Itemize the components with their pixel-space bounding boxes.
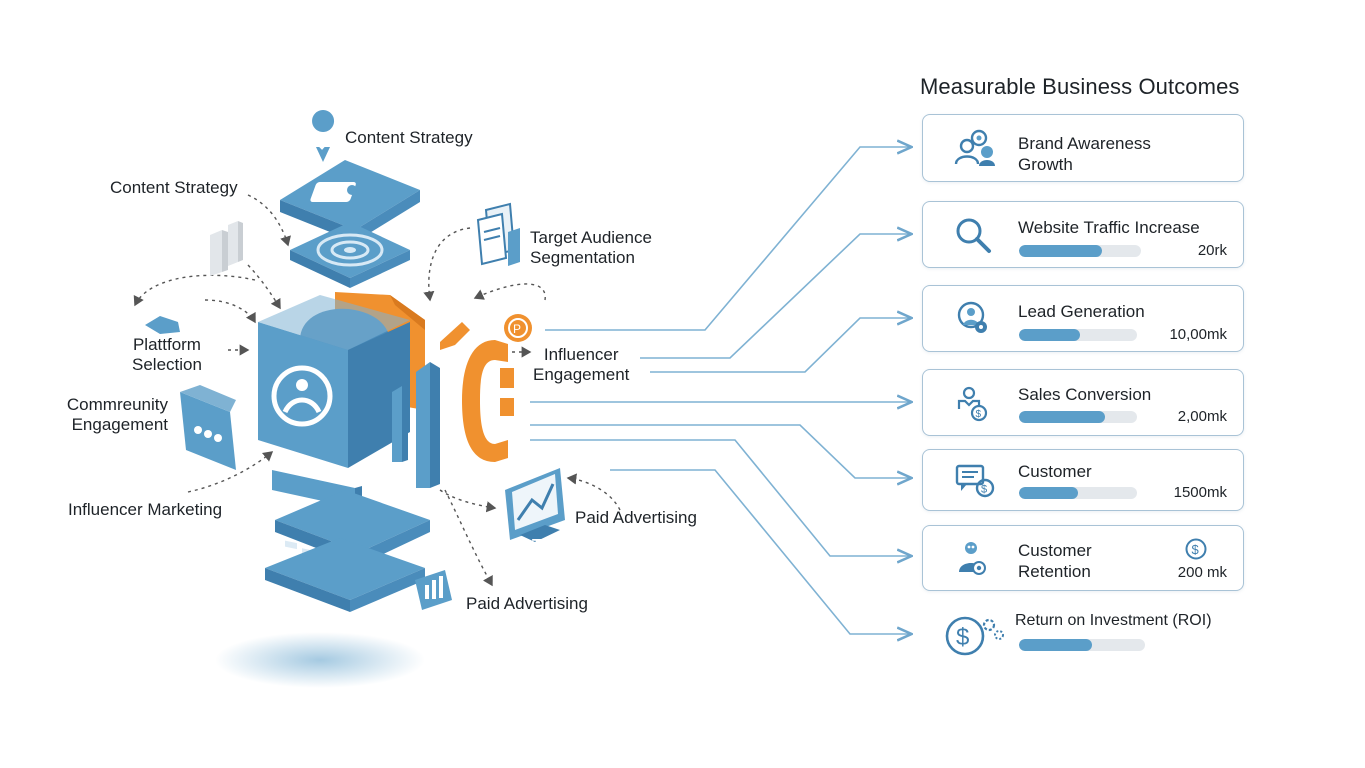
outcome-card-website-traffic: Website Traffic Increase 20rk [922,201,1244,268]
dashed-arrow [566,473,621,511]
lead-person-icon [957,301,987,333]
chart-cube-icon: T [505,468,565,554]
dashed-arrow [204,299,256,324]
content-tile-top [280,160,420,242]
connector-lines [530,147,910,634]
floor-shadow [215,632,425,688]
connector-line-7 [610,469,910,634]
dashed-arrow [439,489,497,513]
dashed-arrow [444,489,493,587]
connector-line-1 [545,147,910,331]
document-stack-icon [476,202,520,266]
small-chart-cube-icon [415,570,452,610]
connector-line-5 [530,424,910,478]
outcome-progress-bar [1019,245,1141,257]
label-content-strategy-left: Content Strategy [110,178,238,197]
connector-line-6 [530,439,910,556]
tall-pillar [392,362,440,488]
dashed-arrow [423,227,471,302]
outcome-title: Brand Awareness Growth [1018,134,1151,174]
dashed-arrow [473,283,546,301]
outcome-title: Return on Investment (ROI) [1015,612,1212,629]
people-gear-icon [954,129,995,166]
dashed-arrow [247,264,281,310]
dashed-arrows [133,194,621,587]
influencer-badge-icon: P [504,314,532,342]
label-influencer-marketing: Influencer Marketing [68,500,223,519]
magnifier-icon [956,218,991,253]
label-platform-selection: Plattform Selection [132,335,202,374]
label-paid-advertising-bottom: Paid Advertising [466,594,588,613]
small-pillars [210,221,243,276]
outcomes-title: Measurable Business Outcomes [920,74,1240,99]
outcome-card-customer-retention: Customer Retention $ 200 mk [922,525,1244,591]
dashed-arrow [133,274,256,307]
label-target-audience: Target Audience Segmentation [530,228,652,267]
outcome-value: 200 mk [1177,564,1227,581]
outcome-card-brand-awareness: Brand Awareness Growth [922,114,1244,182]
sales-dollar-icon: $ [957,386,988,421]
outcome-value: 1500mk [1173,484,1227,501]
dollar-gear-icon: $ [945,616,1004,656]
outcome-title: Sales Conversion [1018,385,1152,404]
outcome-value: 2,00mk [1177,408,1227,425]
connector-line-2 [640,234,910,359]
outcome-value: 20rk [1197,242,1227,259]
outcome-card-customer: $ Customer 1500mk [922,449,1244,511]
outcome-title: Customer Retention [1018,541,1092,581]
target-tile [290,222,410,288]
outcome-progress-bar [1019,639,1145,651]
retention-person-icon [959,542,986,575]
label-influencer-engagement: Influencer Engagement [533,345,630,384]
outcome-value: 10,00mk [1169,326,1227,343]
chat-dollar-icon: $ [955,464,995,498]
connector-line-3 [650,318,910,373]
outcome-progress-bar [1019,329,1137,341]
orange-arrow-icon [440,322,470,350]
outcome-card-roi: $ Return on Investment (ROI) [922,604,1244,664]
main-cube [258,292,425,468]
dollar-coin-icon: $ [1185,538,1207,560]
svg-text:$: $ [1192,542,1200,557]
label-paid-advertising-right: Paid Advertising [575,508,697,527]
svg-text:P: P [513,322,521,336]
svg-text:T: T [532,537,542,554]
svg-text:$: $ [956,624,969,651]
outcome-progress-bar [1019,411,1137,423]
label-content-strategy-top: Content Strategy [345,128,473,147]
community-folder [180,385,236,526]
outcome-title: Website Traffic Increase [1018,218,1200,237]
label-community-engagement: Commreunity Engagement [66,395,168,434]
check-pin-icon [312,110,335,162]
lower-platforms [265,470,430,612]
outcome-title: Lead Generation [1018,302,1145,321]
dashed-arrow [187,451,274,493]
svg-text:$: $ [981,484,987,496]
svg-text:$: $ [976,409,982,420]
orange-c-shape [462,340,514,462]
platform-chip [145,316,180,334]
outcome-progress-bar [1019,487,1137,499]
outcome-card-lead-generation: Lead Generation 10,00mk [922,285,1244,352]
outcome-card-sales-conversion: $ Sales Conversion 2,00mk [922,369,1244,436]
outcome-title: Customer [1018,462,1092,481]
